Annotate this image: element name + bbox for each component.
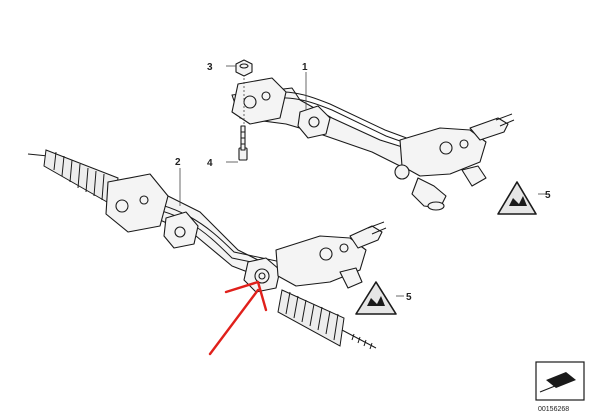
red-arrow-annotation [208, 280, 268, 356]
warning-triangle-icon [497, 181, 537, 215]
callout-4: 4 [207, 158, 213, 169]
callout-5-upper: 5 [545, 190, 551, 201]
steering-rack-assembly-1 [231, 77, 515, 211]
bolt-icon [238, 125, 248, 161]
reference-number: 00156268 [538, 406, 569, 413]
callout-1: 1 [302, 62, 308, 73]
warning-triangle-icon [355, 281, 397, 315]
callout-5-lower: 5 [406, 292, 412, 303]
callout-2: 2 [175, 157, 181, 168]
nut-icon [235, 59, 253, 77]
page-corner-icon [535, 361, 585, 401]
callout-3: 3 [207, 62, 213, 73]
steering-rack-assembly-2 [27, 149, 387, 350]
